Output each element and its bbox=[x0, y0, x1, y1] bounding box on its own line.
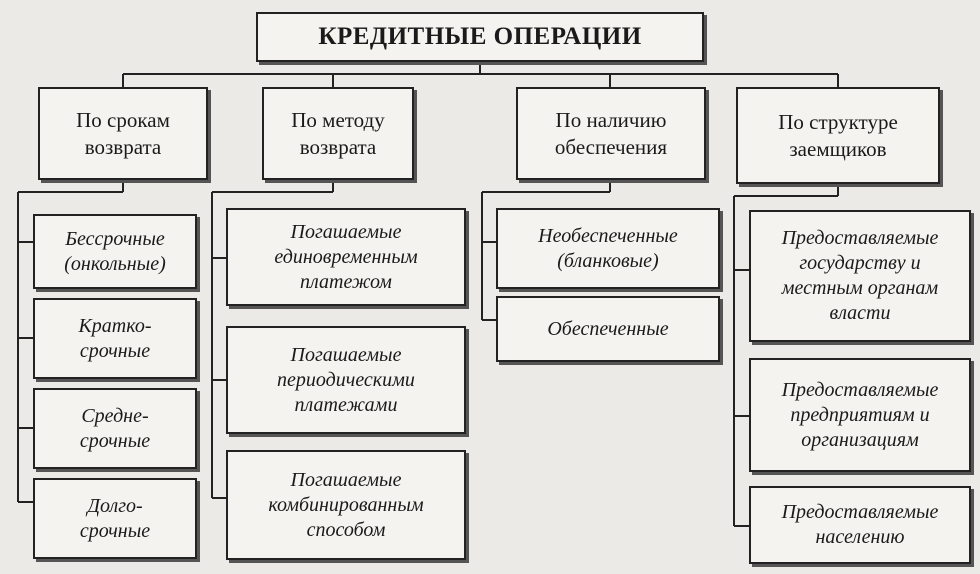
item-label: Погашаемые комбинированным способом bbox=[268, 468, 424, 541]
category-box-method: По методу возврата bbox=[262, 87, 414, 180]
item-label: Погашаемые единовременным платежом bbox=[274, 220, 418, 293]
item-box: Погашаемые комбинированным способом bbox=[226, 450, 466, 560]
item-box: Предоставляемые населению bbox=[749, 486, 971, 564]
item-label: Необеспеченные (бланковые) bbox=[538, 224, 678, 272]
item-label: Предоставляемые государству и местным ор… bbox=[781, 227, 939, 324]
item-box: Погашаемые единовременным платежом bbox=[226, 208, 466, 306]
item-box: Бессрочные (онкольные) bbox=[33, 214, 197, 289]
item-label: Бессрочные (онкольные) bbox=[64, 227, 166, 275]
item-box: Предоставляемые предприятиям и организац… bbox=[749, 358, 971, 472]
category-box-term: По срокам возврата bbox=[38, 87, 208, 180]
item-box: Погашаемые периодическими платежами bbox=[226, 326, 466, 434]
item-label: Предоставляемые предприятиям и организац… bbox=[781, 378, 939, 451]
item-label: Предоставляемые населению bbox=[781, 501, 939, 548]
item-box: Кратко- срочные bbox=[33, 298, 197, 379]
diagram-title: КРЕДИТНЫЕ ОПЕРАЦИИ bbox=[318, 23, 642, 51]
category-label: По наличию обеспечения bbox=[554, 108, 668, 159]
category-label: По срокам возврата bbox=[76, 108, 170, 159]
item-box: Обеспеченные bbox=[496, 296, 720, 362]
item-box: Предоставляемые государству и местным ор… bbox=[749, 210, 971, 342]
diagram-title-box: КРЕДИТНЫЕ ОПЕРАЦИИ bbox=[256, 12, 704, 62]
item-label: Кратко- срочные bbox=[78, 314, 152, 362]
category-box-security: По наличию обеспечения bbox=[516, 87, 706, 180]
item-label: Погашаемые периодическими платежами bbox=[277, 343, 415, 416]
item-label: Обеспеченные bbox=[547, 317, 669, 340]
item-box: Долго- срочные bbox=[33, 478, 197, 559]
item-box: Необеспеченные (бланковые) bbox=[496, 208, 720, 289]
category-box-borrowers: По структуре заемщиков bbox=[736, 87, 940, 184]
category-label: По структуре заемщиков bbox=[778, 110, 898, 161]
item-box: Средне- срочные bbox=[33, 388, 197, 469]
item-label: Долго- срочные bbox=[79, 494, 151, 542]
item-label: Средне- срочные bbox=[79, 404, 151, 452]
category-label: По методу возврата bbox=[291, 108, 385, 159]
